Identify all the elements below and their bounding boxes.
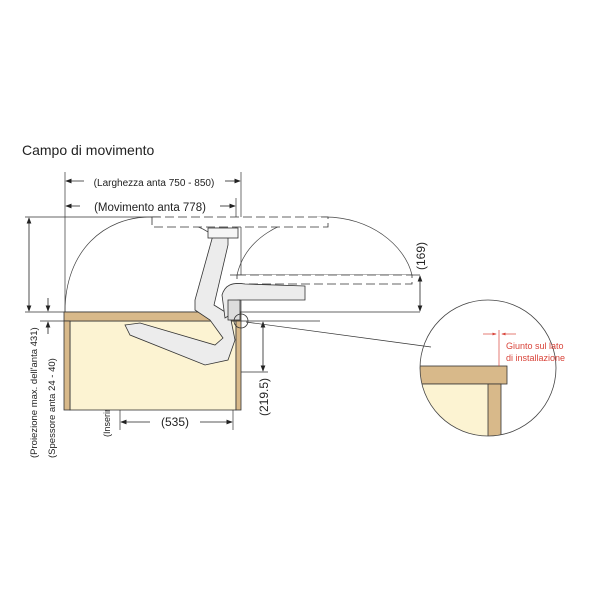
lift-mechanism [124, 227, 306, 366]
joint-label-line1: Giunto sul lato [506, 341, 564, 351]
upper-height-dimension: (169) [414, 242, 428, 270]
door-positions [151, 216, 413, 285]
door-width-dimension: (Larghezza anta 750 - 850) [94, 178, 215, 189]
door-thickness-dimension: (Spessore anta 24 - 40) [47, 358, 58, 458]
joint-label-line2: di installazione [506, 353, 565, 363]
door-movement-dimension: (Movimento anta 778) [94, 202, 206, 214]
diagram-title: Campo di movimento [22, 142, 154, 158]
detail-magnifier [419, 299, 557, 437]
lower-height-dimension: (219.5) [257, 378, 271, 416]
detail-leader-line [245, 321, 432, 348]
depth-dimension: (535) [161, 415, 189, 429]
dimension-lines [26, 178, 423, 425]
max-projection-dimension: (Proiezione max. dell'anta 431) [29, 327, 40, 458]
